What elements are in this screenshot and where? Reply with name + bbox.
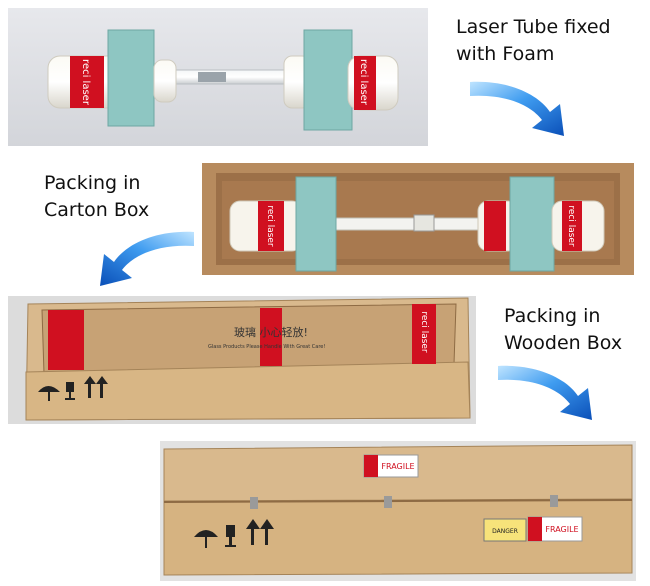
photo-tube-with-foam: reci laser reci laser xyxy=(8,8,428,146)
this-way-up-icon xyxy=(84,376,108,398)
caption-step-2-line-2: Carton Box xyxy=(44,199,150,221)
fragile-label-top: FRAGILE xyxy=(381,462,414,471)
carton-illustration: reci laser reci laser xyxy=(202,163,634,275)
tape-label: reci laser xyxy=(358,59,369,106)
caption-step-2: Packing in Carton Box xyxy=(44,170,149,224)
fragile-label-front: FRAGILE xyxy=(545,525,578,534)
tube-foam-illustration: reci laser reci laser xyxy=(47,29,399,131)
tape-label: reci laser xyxy=(419,311,429,353)
glass-icon xyxy=(65,382,75,400)
glass-icon xyxy=(225,525,236,547)
this-way-up-icon xyxy=(246,519,274,545)
tape-label: reci laser xyxy=(265,205,275,247)
caption-step-2-line-1: Packing in xyxy=(44,172,141,194)
carton-handle-text: 玻璃 小心轻放! xyxy=(234,325,308,339)
caption-step-3-line-1: Packing in xyxy=(504,305,601,327)
caption-step-1-line-2: with Foam xyxy=(456,43,555,65)
photo-carton-box: reci laser reci laser xyxy=(202,163,634,275)
arrow-down-left-icon xyxy=(100,231,194,286)
tape-label: reci laser xyxy=(80,59,91,106)
danger-label: DANGER xyxy=(492,528,518,535)
umbrella-icon xyxy=(194,530,218,548)
arrow-down-right-icon xyxy=(498,365,592,420)
photo-wooden-box-closed: FRAGILE DANGER FRAGILE xyxy=(160,441,636,581)
tape-label: reci laser xyxy=(566,205,576,247)
caption-step-3: Packing in Wooden Box xyxy=(504,303,622,357)
caption-step-3-line-2: Wooden Box xyxy=(504,332,623,354)
arrow-down-right-icon xyxy=(470,81,564,136)
photo-wooden-box-open: reci laser 玻璃 小心轻放! Glass Products Pleas… xyxy=(8,296,476,424)
umbrella-icon xyxy=(38,386,60,401)
caption-step-1: Laser Tube fixed with Foam xyxy=(456,14,611,68)
carton-care-subtext: Glass Products Please Handle With Great … xyxy=(208,344,325,350)
wooden-box-closed-illustration: FRAGILE DANGER FRAGILE xyxy=(160,441,636,581)
wooden-box-open-illustration: reci laser 玻璃 小心轻放! Glass Products Pleas… xyxy=(8,296,476,424)
caption-step-1-line-1: Laser Tube fixed xyxy=(456,16,611,38)
